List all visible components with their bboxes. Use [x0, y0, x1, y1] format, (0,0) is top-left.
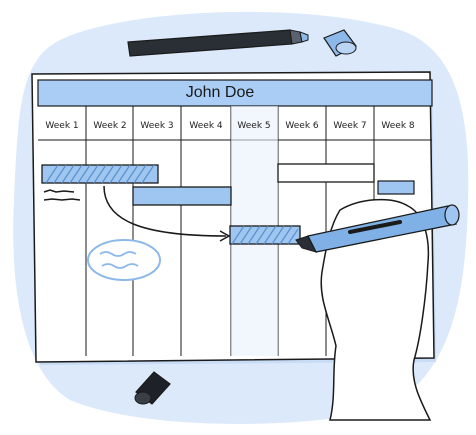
week-label-3: Week 3: [140, 121, 174, 131]
dependency-arrow: [103, 185, 227, 237]
task-bar-1-hatching: [45, 164, 155, 184]
board-title: John Doe: [185, 84, 255, 101]
task-bar-4: [377, 180, 415, 195]
column-lines: [85, 106, 375, 356]
task-bar-5-hatching: [231, 225, 299, 245]
planner-board: [31, 71, 435, 363]
black-cap-icon: [134, 371, 171, 405]
hand-icon: [320, 198, 432, 421]
week-label-8: Week 8: [381, 121, 415, 131]
note-bubble-icon: [87, 239, 161, 281]
current-week-highlight: [231, 106, 278, 356]
week-label-7: Week 7: [333, 121, 367, 131]
arrow-head: [219, 230, 231, 242]
background-blob: [13, 11, 469, 424]
task-bar-1: [41, 164, 159, 184]
task-bar-5: [229, 225, 301, 245]
week-label-6: Week 6: [285, 121, 319, 131]
marker-icon: [127, 29, 309, 57]
week-label-1: Week 1: [45, 121, 79, 131]
week-label-2: Week 2: [93, 121, 127, 131]
task-bar-3: [277, 163, 375, 183]
week-label-5: Week 5: [237, 121, 271, 131]
highlighter-icon: [295, 204, 460, 253]
week-label-4: Week 4: [189, 121, 223, 131]
task-bar-2: [132, 186, 232, 206]
marker-cap-icon: [323, 29, 357, 57]
scribble-notes: [43, 189, 81, 201]
